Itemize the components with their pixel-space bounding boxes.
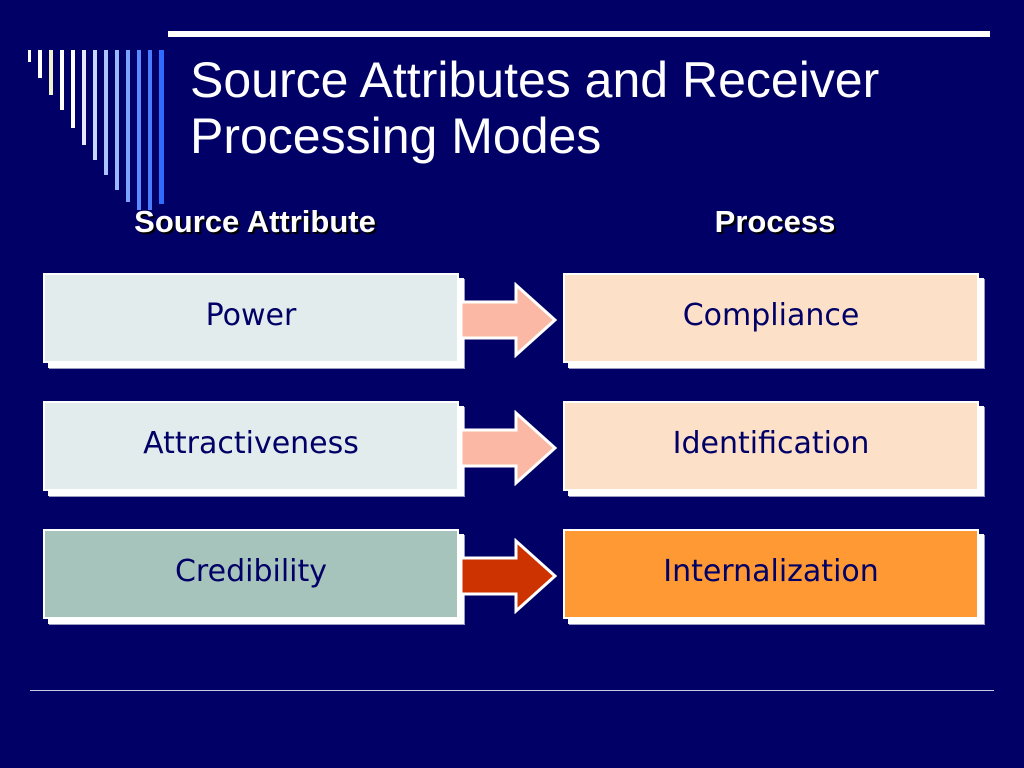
process-header: Process: [714, 204, 836, 239]
source-attribute-header: Source Attribute: [134, 204, 376, 239]
source-box-credibility: Credibility: [43, 529, 459, 619]
arrow-icon: [459, 410, 558, 486]
process-box-identification: Identification: [563, 401, 979, 491]
title-line-1: Source Attributes and Receiver: [190, 52, 880, 108]
title-line-2: Processing Modes: [190, 108, 602, 164]
source-label: Attractiveness: [143, 425, 359, 461]
process-box-internalization: Internalization: [563, 529, 979, 619]
source-label: Credibility: [174, 553, 328, 589]
source-box-power: Power: [43, 273, 459, 363]
process-label: Compliance: [682, 297, 860, 333]
process-box-compliance: Compliance: [563, 273, 979, 363]
source-box-attractiveness: Attractiveness: [43, 401, 459, 491]
bottom-divider: [30, 690, 994, 691]
decorative-stripes: [28, 50, 164, 210]
slide-title: Source Attributes and Receiver Processin…: [190, 52, 1000, 164]
process-label: Internalization: [663, 553, 879, 589]
arrow-icon: [459, 538, 558, 614]
process-label: Identification: [672, 425, 870, 461]
source-label: Power: [205, 297, 297, 333]
arrow-icon: [459, 282, 558, 358]
top-divider: [168, 31, 990, 37]
